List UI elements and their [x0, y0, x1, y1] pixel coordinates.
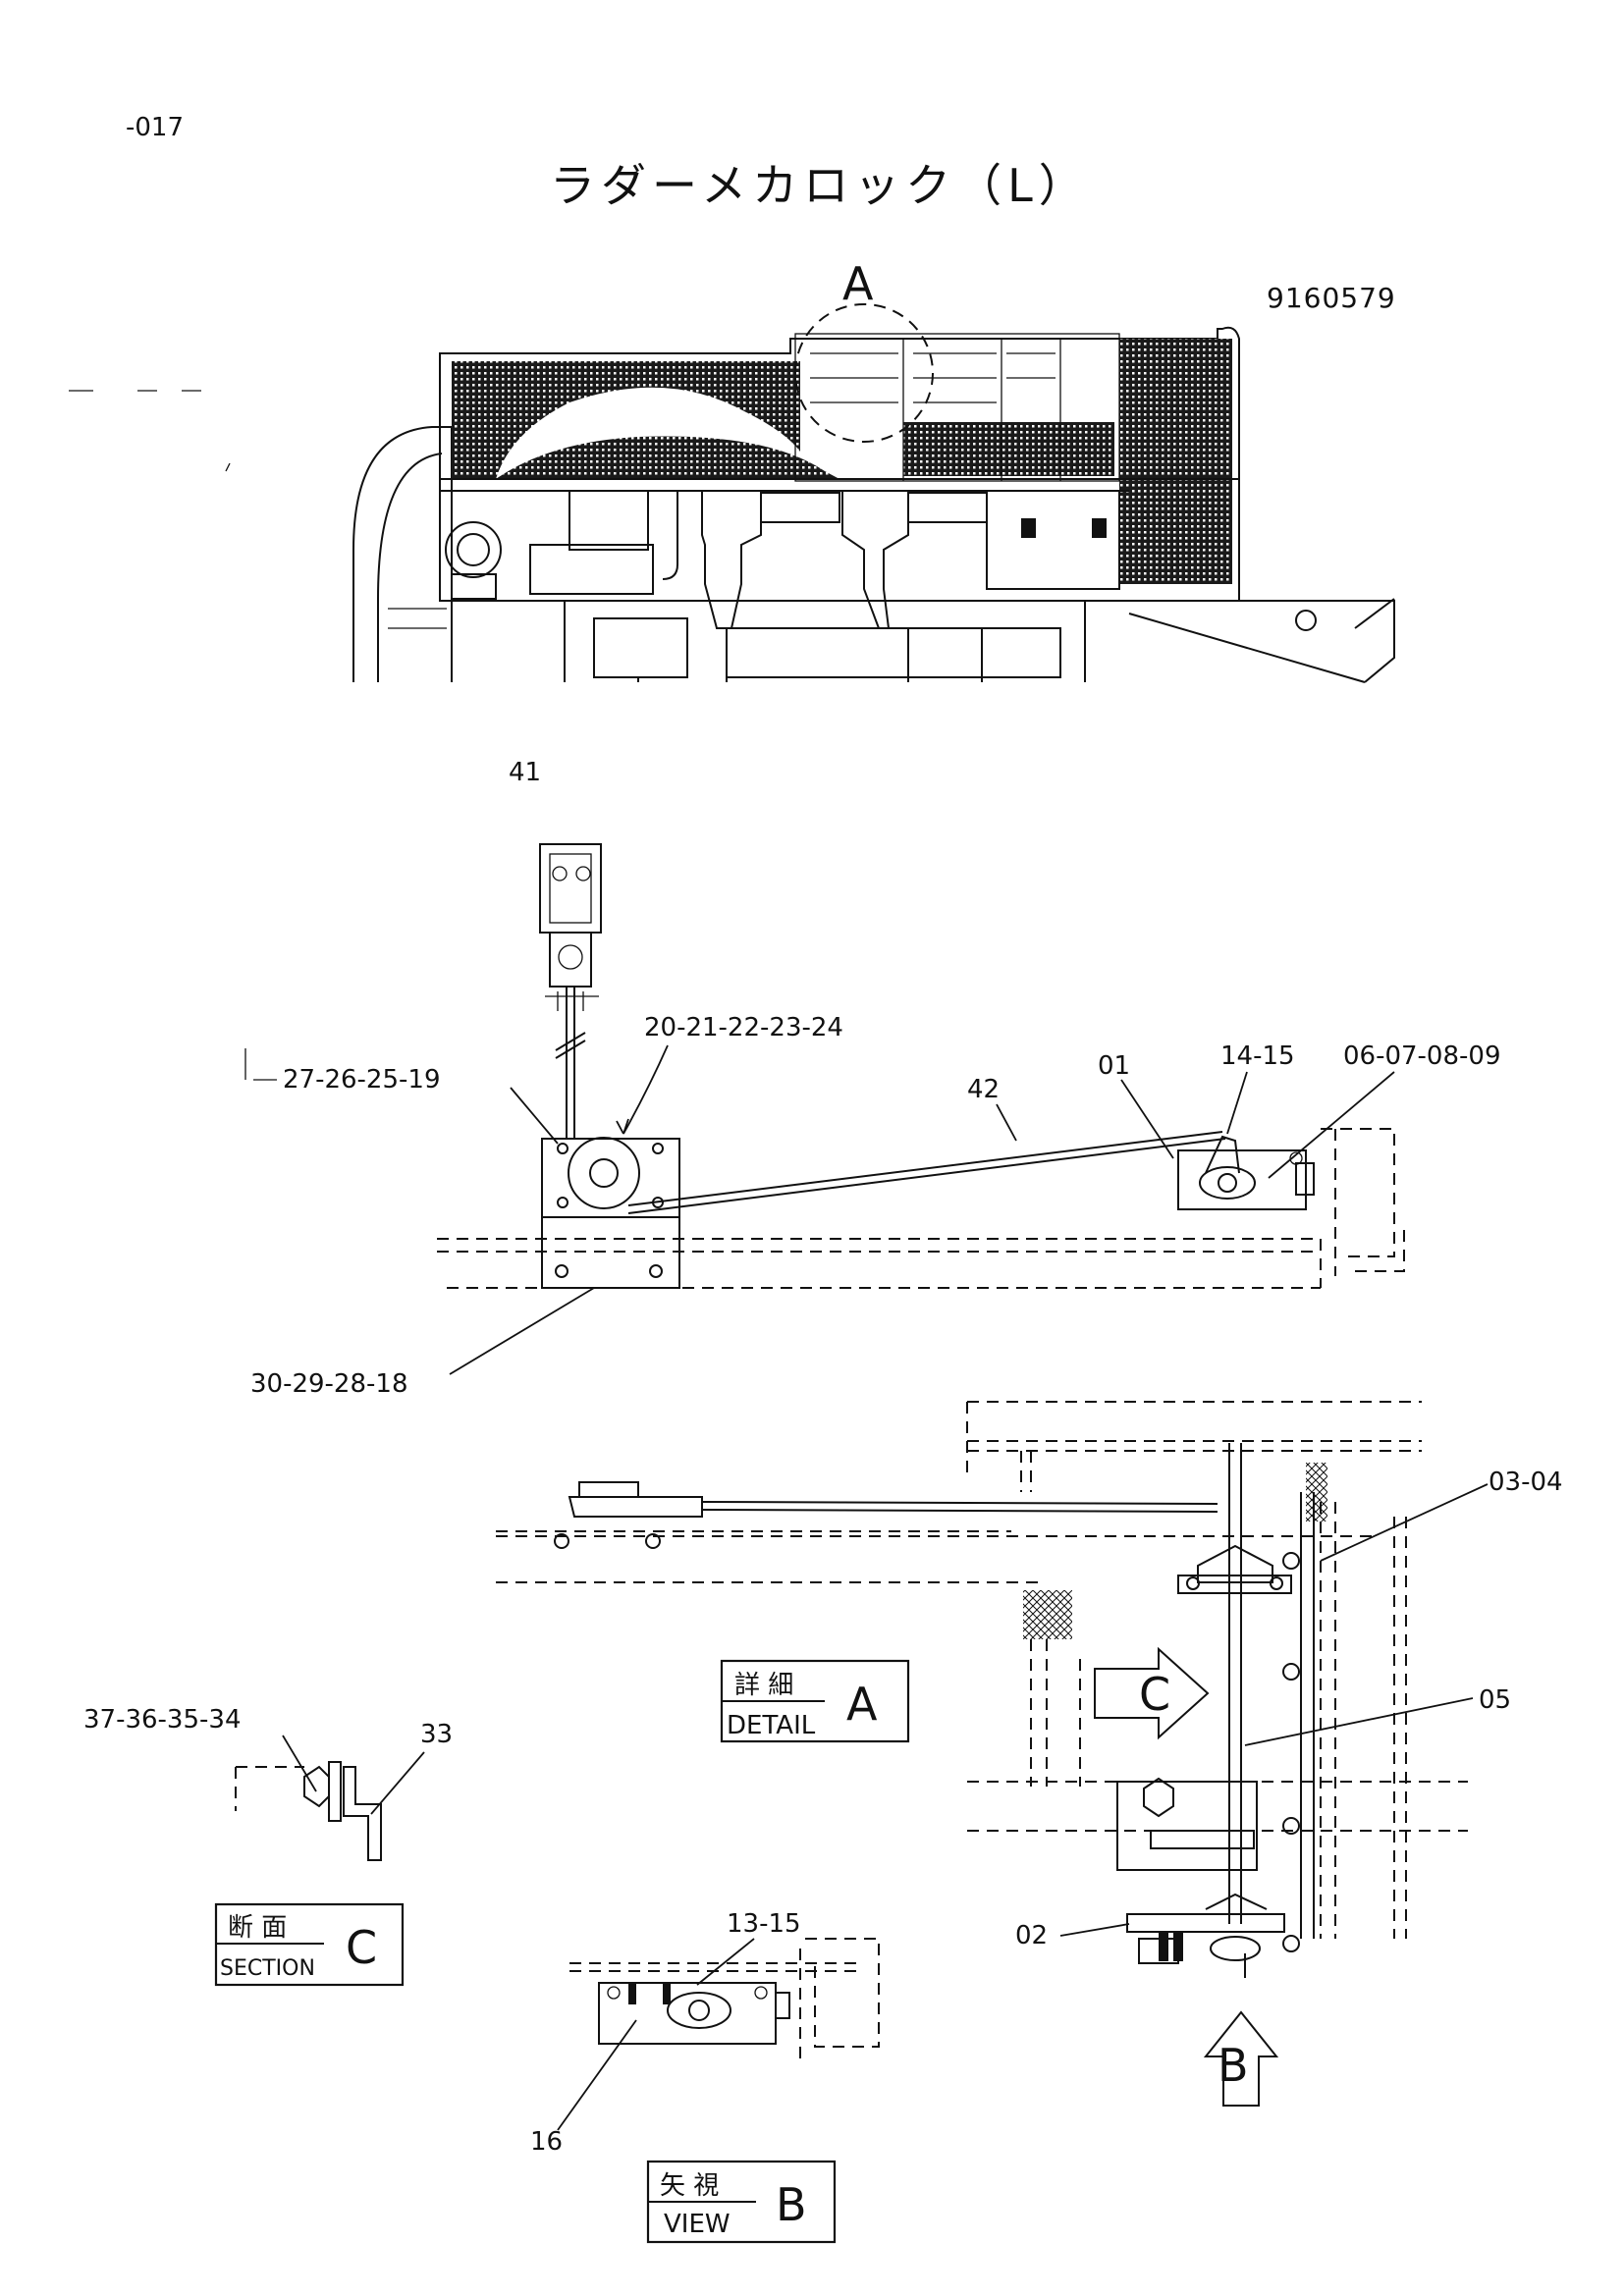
section-c-arrow	[1094, 1646, 1210, 1740]
view-b-view: 13-15 16	[530, 1909, 880, 2157]
detail-a-view: C B	[496, 1401, 1468, 2107]
view-callout-en: VIEW	[664, 2210, 731, 2239]
detail-a-callout: 詳 細 DETAIL A	[720, 1659, 910, 1743]
label-part-14-15: 14-15	[1220, 1041, 1295, 1071]
label-part-20-24: 20-21-22-23-24	[644, 1013, 843, 1042]
radiator-grille-left	[452, 361, 800, 479]
part-41-lock-handle	[539, 843, 602, 934]
section-c-arrow-letter: C	[1139, 1668, 1170, 1721]
label-part-42: 42	[967, 1075, 1000, 1104]
label-part-30-18: 30-29-28-18	[250, 1369, 407, 1399]
section-callout-en: SECTION	[220, 1956, 315, 1981]
label-part-13-15: 13-15	[727, 1909, 801, 1939]
section-c-callout: 断 面 SECTION C	[214, 1902, 405, 1987]
view-b-arrow-letter: B	[1218, 2039, 1249, 2092]
part-20-winch-drum	[541, 1138, 680, 1218]
page-reference: -017	[126, 113, 184, 142]
detail-callout-letter: A	[846, 1678, 878, 1731]
label-part-16: 16	[530, 2127, 563, 2157]
section-c-view: 37-36-35-34 33	[83, 1705, 453, 1861]
drawing-number: 9160579	[1267, 282, 1396, 314]
section-callout-letter: C	[346, 1921, 377, 1974]
page-title: ラダーメカロック（L）	[550, 159, 1090, 212]
label-part-03-04: 03-04	[1489, 1468, 1563, 1497]
view-callout-letter: B	[776, 2178, 807, 2231]
main-assembly-view	[437, 843, 1405, 1289]
label-part-06-09: 06-07-08-09	[1343, 1041, 1500, 1071]
part-42-cable	[627, 1131, 1226, 1214]
label-part-27-19: 27-26-25-19	[283, 1065, 440, 1095]
label-part-02: 02	[1015, 1921, 1048, 1950]
label-part-33: 33	[420, 1720, 453, 1749]
label-part-05: 05	[1479, 1685, 1511, 1715]
detail-a-part-labels: 03-04 05 02	[1015, 1468, 1563, 1950]
part-01-lock-unit	[1177, 1149, 1307, 1210]
view-callout-jp: 矢 視	[660, 2171, 719, 2201]
detail-callout-jp: 詳 細	[734, 1671, 793, 1700]
label-part-37-34: 37-36-35-34	[83, 1705, 241, 1735]
view-b-arrow	[1203, 2010, 1279, 2107]
section-callout-jp: 断 面	[228, 1913, 287, 1943]
view-b-callout: 矢 視 VIEW B	[646, 2160, 837, 2244]
detail-callout-en: DETAIL	[727, 1711, 816, 1740]
machine-overview: A	[69, 257, 1395, 683]
main-view-part-labels: 41 20-21-22-23-24 27-26-25-19 42 01 14-1…	[244, 758, 1500, 1399]
detail-a-marker: A	[842, 257, 874, 310]
label-part-41: 41	[509, 758, 541, 787]
radiator-grille-right	[1119, 339, 1232, 584]
part-05-lock-shaft	[1228, 1443, 1242, 1924]
label-part-01: 01	[1098, 1051, 1130, 1081]
